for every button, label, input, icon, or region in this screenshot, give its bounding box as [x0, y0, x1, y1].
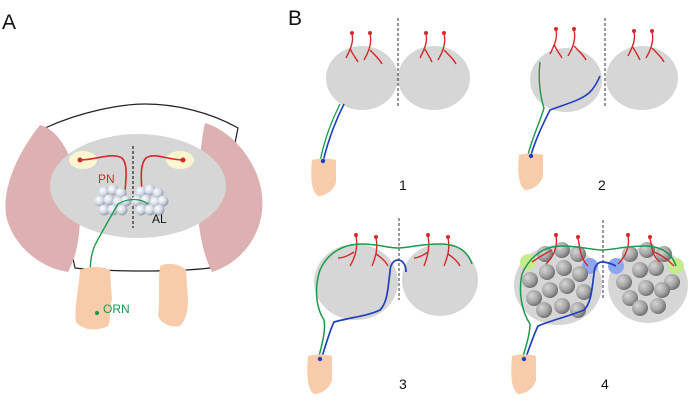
label-al: AL: [152, 212, 167, 226]
label-pn: PN: [98, 172, 115, 186]
pn-dendrites: [337, 235, 461, 267]
brain-lobe-left: [314, 244, 398, 320]
antenna: [307, 354, 332, 394]
orn-axon-blue: [524, 261, 617, 361]
brain-lobe-right: [606, 46, 678, 110]
brain-lobe-left: [530, 48, 602, 112]
right-antenna: [158, 263, 188, 327]
glomeruli-right: [608, 242, 684, 316]
stage-4: 4: [511, 220, 688, 394]
brain-lobe-right: [402, 244, 478, 316]
panel-a-letter: A: [2, 11, 16, 34]
orn-soma: [521, 356, 527, 362]
orn-axon-green: [527, 61, 545, 156]
antenna: [518, 153, 543, 190]
orn-soma: [528, 153, 534, 159]
orn-soma: [317, 356, 323, 362]
brain-lobe-right: [398, 46, 470, 110]
orn-axon-green: [319, 103, 341, 163]
pn-dendrites: [549, 29, 665, 63]
antenna: [311, 158, 336, 196]
pn-dendrites: [531, 235, 675, 267]
pn-somas: [354, 233, 450, 239]
stage-label: 4: [601, 376, 609, 392]
stage-label: 1: [399, 177, 407, 193]
pn-somas: [350, 31, 446, 35]
pn-somas: [554, 233, 652, 239]
pn-axon-left: [79, 154, 127, 193]
orn-soma: [95, 311, 99, 315]
pn-somas: [554, 27, 654, 33]
panel-b: B 1: [288, 7, 688, 394]
orn-axon-blue: [320, 259, 407, 361]
brain-lobe-left: [326, 46, 398, 110]
orn-axon-blue: [530, 75, 601, 156]
orn-axon-green: [519, 245, 677, 361]
orn-axon-blue: [322, 103, 345, 163]
brain: [50, 134, 226, 238]
label-orn: ORN: [103, 302, 130, 316]
left-antenna: [75, 267, 112, 330]
orn-soma: [320, 158, 326, 164]
stage-1: 1: [311, 18, 470, 196]
stage-label: 3: [399, 376, 407, 392]
orn-axon-contra: [117, 198, 149, 205]
panel-a: A: [2, 11, 263, 330]
antenna: [511, 354, 536, 394]
antennal-lobe-left: [94, 184, 132, 216]
panel-b-letter: B: [288, 7, 302, 30]
pn-dendrites: [345, 33, 457, 65]
antennal-lobe-right: [131, 184, 169, 216]
stage-2: 2: [518, 18, 678, 193]
pn-axon-right: [140, 154, 184, 193]
stage-3: 3: [307, 218, 478, 394]
orn-axon-green: [315, 243, 473, 361]
stage-label: 2: [598, 177, 606, 193]
